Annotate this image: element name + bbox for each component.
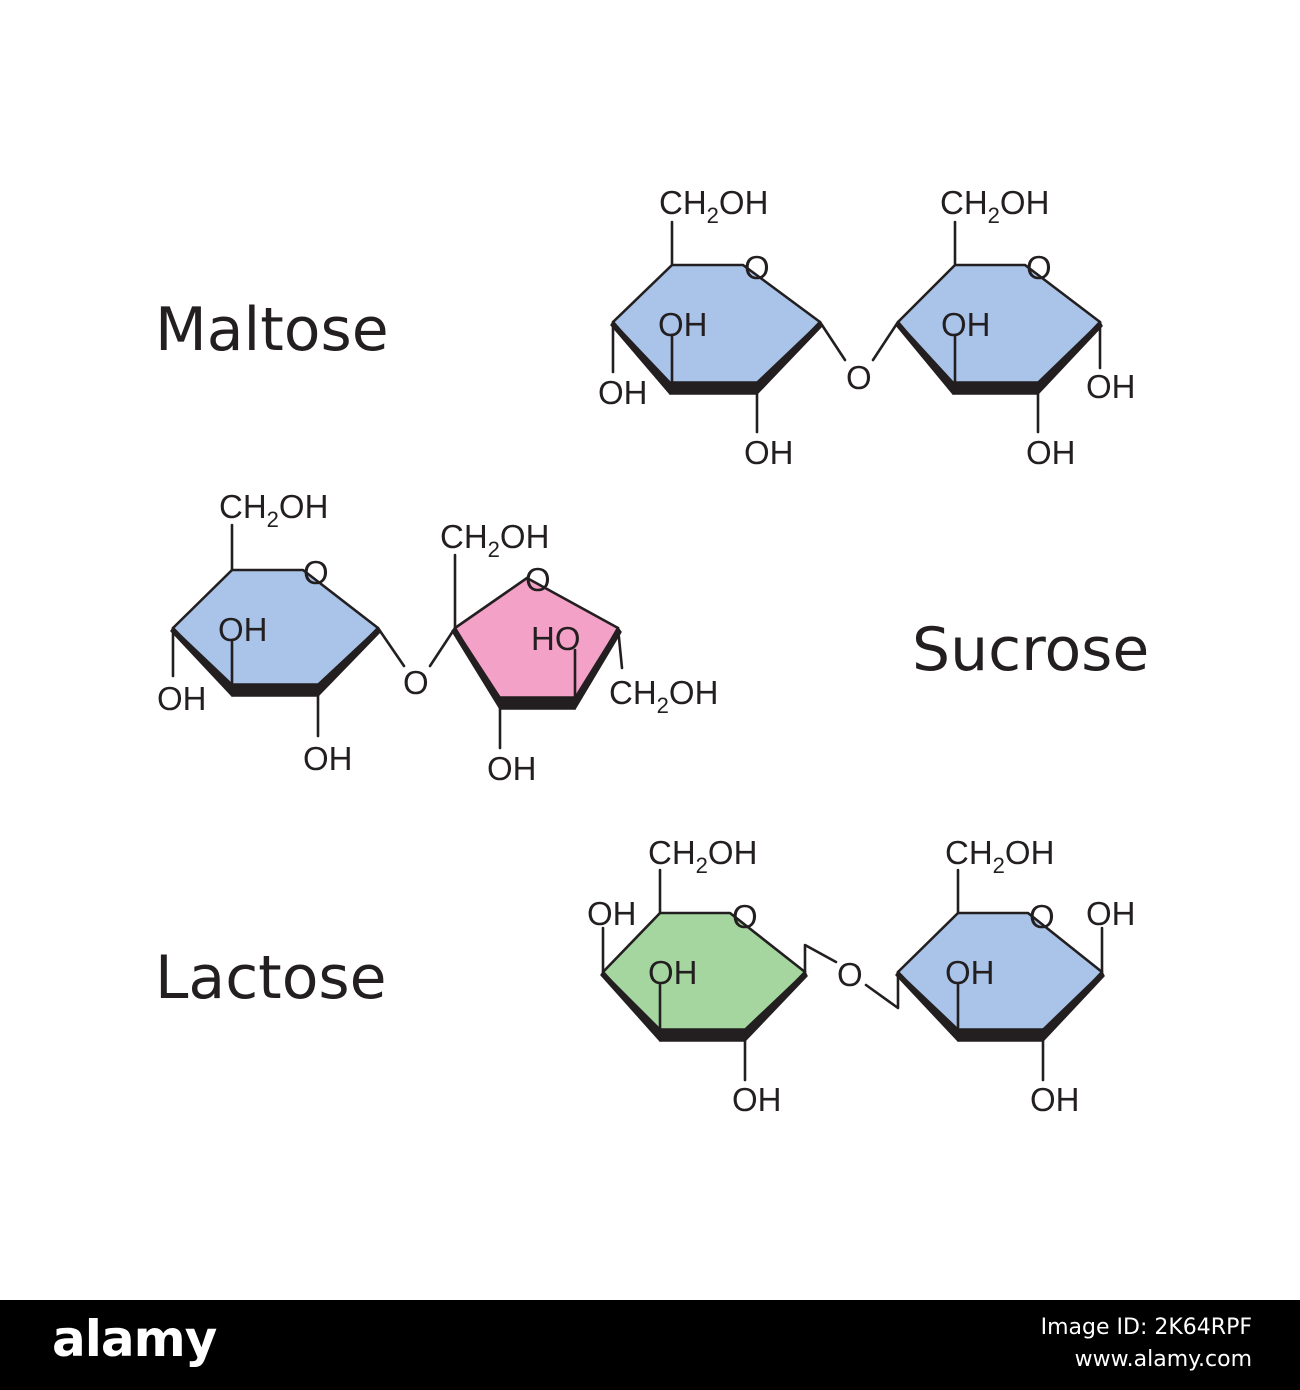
sucrose-glucose-oxygen: O [303, 554, 329, 591]
sucrose-fructose-ch2oh-top: CH2OH [440, 518, 549, 562]
maltose-ring2-oxygen: O [1026, 249, 1052, 286]
lactose-galactose-oh-bottom: OH [732, 1081, 782, 1118]
lactose-glucose-ch2oh: CH2OH [945, 834, 1054, 878]
sucrose-glucose-wedge [231, 683, 319, 697]
sucrose-fructose-oxygen: O [525, 561, 551, 598]
stock-footer-bar: alamy Image ID: 2K64RPF www.alamy.com [0, 1300, 1300, 1390]
maltose-ring2-wedge-left [895, 321, 954, 395]
maltose-link-oxygen: O [846, 359, 872, 396]
sucrose-glucose-hexagon [171, 568, 380, 692]
lactose-galactose-oh-inner: OH [648, 954, 698, 991]
sucrose-title: Sucrose [912, 615, 1149, 685]
maltose-ring2-oh-inner: OH [941, 306, 991, 343]
sucrose-group: Sucrose CH2OH O OH OH OH O CH2OH O HO CH… [157, 488, 1149, 787]
maltose-ring1-wedge-left [610, 321, 671, 395]
sucrose-fructose-ch2oh-right: CH2OH [609, 674, 718, 718]
sucrose-link-oxygen: O [403, 664, 429, 701]
lactose-glucose-wedge-left [895, 971, 959, 1042]
maltose-ring2-oh-bottom: OH [1026, 434, 1076, 471]
maltose-title: Maltose [155, 295, 389, 365]
maltose-ring2-ch2oh: CH2OH [940, 184, 1049, 228]
maltose-ring1-oh-left: OH [598, 374, 648, 411]
sucrose-fructose-ho-inner: HO [531, 620, 581, 657]
maltose-ring1-hexagon [611, 263, 822, 390]
sucrose-glucose-ch2oh: CH2OH [219, 488, 328, 532]
lactose-group: Lactose CH2OH O OH OH OH O CH2OH O OH OH… [155, 834, 1136, 1118]
lactose-glucose-hexagon [896, 911, 1104, 1037]
lactose-galactose-oxygen: O [732, 898, 758, 935]
sucrose-fructose-oh-bottom: OH [487, 750, 537, 787]
sucrose-link-bond-left [376, 626, 406, 668]
lactose-link-bond-left [803, 943, 838, 974]
lactose-glucose-oh-bottom: OH [1030, 1081, 1080, 1118]
disaccharides-diagram: Maltose CH2OH O OH OH OH O CH2OH O OH OH… [155, 184, 1149, 1118]
sucrose-link-bond-right [428, 626, 457, 668]
lactose-link-bond-right [864, 970, 900, 1010]
lactose-title: Lactose [155, 943, 387, 1013]
sucrose-glucose-wedge-left [170, 627, 233, 697]
lactose-galactose-wedge [659, 1028, 746, 1042]
maltose-link-bond-left [818, 320, 847, 362]
sucrose-fructose-wedge [499, 696, 576, 710]
sucrose-glucose-oh-left: OH [157, 680, 207, 717]
lactose-glucose-oxygen: O [1029, 898, 1055, 935]
lactose-glucose-wedge [957, 1028, 1044, 1042]
maltose-ring1-ch2oh: CH2OH [659, 184, 768, 228]
maltose-ring1-oh-bottom: OH [744, 434, 794, 471]
maltose-ring1-wedge [669, 381, 758, 395]
maltose-ring2-hexagon [896, 263, 1102, 390]
alamy-logo: alamy [52, 1310, 217, 1368]
maltose-group: Maltose CH2OH O OH OH OH O CH2OH O OH OH… [155, 184, 1136, 471]
sucrose-glucose-oh-bottom: OH [303, 740, 353, 777]
maltose-ring1-oxygen: O [744, 249, 770, 286]
lactose-galactose-oh-upper-left: OH [587, 895, 637, 932]
sucrose-fructose-wedge-right [574, 627, 622, 710]
lactose-galactose-wedge-left [600, 971, 661, 1042]
lactose-glucose-oh-inner: OH [945, 954, 995, 991]
maltose-ring1-oh-inner: OH [658, 306, 708, 343]
image-id-label: Image ID: 2K64RPF [1040, 1315, 1252, 1340]
lactose-link-oxygen: O [837, 956, 863, 993]
lactose-glucose-oh-upper-right: OH [1086, 895, 1136, 932]
sucrose-glucose-oh-inner: OH [218, 611, 268, 648]
maltose-link-bond-right [871, 320, 900, 362]
lactose-galactose-ch2oh: CH2OH [648, 834, 757, 878]
maltose-ring2-wedge [952, 381, 1039, 395]
sucrose-fructose-right-bond [616, 626, 624, 670]
site-url: www.alamy.com [1074, 1347, 1252, 1372]
maltose-ring2-oh-right: OH [1086, 368, 1136, 405]
